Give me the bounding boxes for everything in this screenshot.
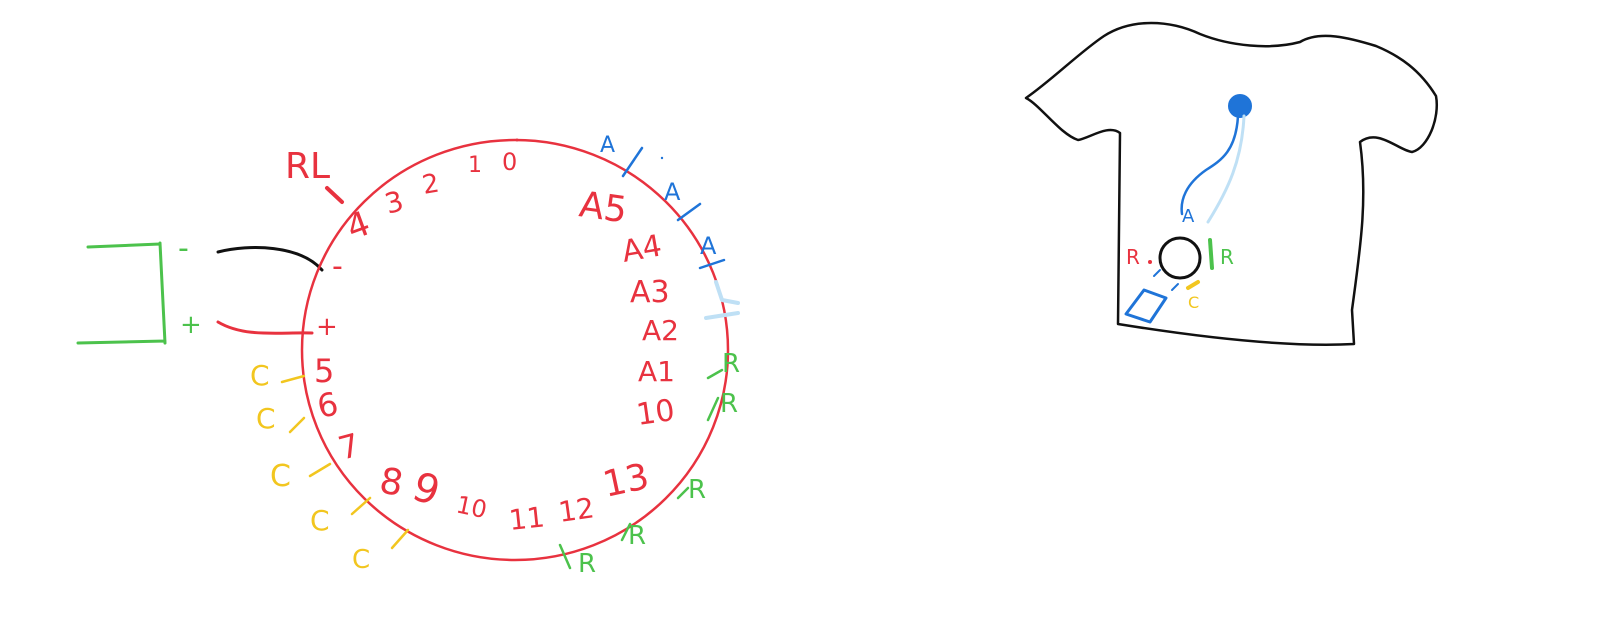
shirt-resistor-mark (1208, 238, 1214, 270)
battery-body (76, 241, 167, 345)
shirt-battery-leads (1153, 269, 1179, 291)
ring-board: RL 4 3 2 1 0 A5 A4 A3 A2 A1 10 13 12 11 … (285, 138, 730, 562)
pin-a2: A2 (642, 314, 679, 347)
pin-6: 6 (314, 384, 342, 425)
ring-plus-label: + (316, 312, 338, 342)
pin-3: 3 (381, 184, 407, 220)
ring-circle (300, 138, 730, 562)
light-blue-marker (704, 280, 740, 320)
shirt-ring (1158, 236, 1202, 280)
pin-a1: A1 (638, 355, 675, 388)
shirt-red-label: R (1126, 245, 1140, 269)
analog-tick-3 (698, 258, 726, 270)
sensor-dot (1228, 94, 1252, 118)
battery-minus-label: - (178, 231, 189, 266)
resistor-tick-4 (620, 522, 632, 542)
resistor-marker-2: R (720, 389, 738, 419)
shirt-analog-label: A (1182, 206, 1195, 227)
cap-marker-2: C (256, 402, 276, 435)
resistor-markers: R R R R R (558, 349, 740, 579)
pin-4-top: 4 (341, 203, 375, 248)
capacitor-markers: C C C C C (250, 359, 410, 575)
cap-tick-4 (350, 496, 372, 516)
sensor-wire-light (1206, 114, 1246, 224)
pin-2: 2 (420, 168, 442, 200)
analog-marker-1: A (600, 133, 615, 158)
resistor-tick-2 (706, 396, 720, 422)
battery-plus-label: + (180, 310, 202, 340)
pin-a4: A4 (619, 229, 664, 270)
pin-12: 12 (556, 491, 596, 529)
t-shirt-outline (1024, 21, 1439, 346)
resistor-tick-3 (676, 486, 690, 500)
ring-minus-label: - (332, 249, 343, 284)
cap-tick-1 (280, 374, 306, 384)
shirt-resistor-label: R (1220, 245, 1234, 269)
ring-label-pointer (325, 186, 344, 204)
positive-wire (216, 320, 314, 335)
resistor-marker-1: R (722, 349, 740, 379)
shirt-red-dot (1148, 260, 1152, 264)
pin-10-bottom: 10 (454, 490, 490, 524)
t-shirt-sketch: A R R C (1024, 21, 1439, 346)
battery: - + (76, 231, 202, 345)
analog-tick-2 (676, 202, 702, 222)
shirt-cap-label: C (1188, 293, 1199, 312)
pin-0: 0 (502, 148, 517, 176)
resistor-marker-3: R (688, 475, 706, 505)
cap-tick-2 (288, 416, 306, 434)
resistor-marker-4: R (628, 521, 646, 551)
pin-13: 13 (599, 456, 652, 506)
cap-marker-1: C (250, 359, 270, 392)
negative-wire (216, 246, 324, 272)
pin-a5: A5 (577, 184, 630, 231)
analog-marker-2: A (664, 178, 681, 206)
cap-tick-5 (390, 528, 410, 550)
resistor-tick-5 (558, 543, 572, 570)
resistor-marker-5: R (578, 549, 596, 579)
cap-marker-4: C (310, 504, 330, 537)
shirt-battery (1124, 288, 1168, 324)
cap-marker-3: C (270, 459, 291, 494)
shirt-cap-mark (1186, 280, 1200, 290)
ring-dot (515, 138, 519, 142)
pin-a3: A3 (630, 275, 670, 310)
ring-label: RL (285, 146, 330, 187)
analog-markers: A A A (600, 133, 740, 320)
pin-11: 11 (507, 500, 546, 537)
pin-5: 5 (314, 352, 334, 390)
resistor-tick-1 (706, 368, 724, 380)
pin-9: 9 (407, 464, 445, 516)
pin-7: 7 (334, 426, 364, 468)
pin-1: 1 (468, 153, 482, 178)
sensor-wire-blue (1180, 114, 1240, 216)
pin-8: 8 (376, 460, 406, 504)
analog-tick-1 (621, 146, 644, 178)
analog-dot (660, 156, 664, 160)
cap-marker-5: C (352, 545, 370, 575)
pin-10-right: 10 (634, 393, 677, 433)
analog-marker-3: A (700, 232, 717, 260)
cap-tick-3 (308, 462, 332, 478)
